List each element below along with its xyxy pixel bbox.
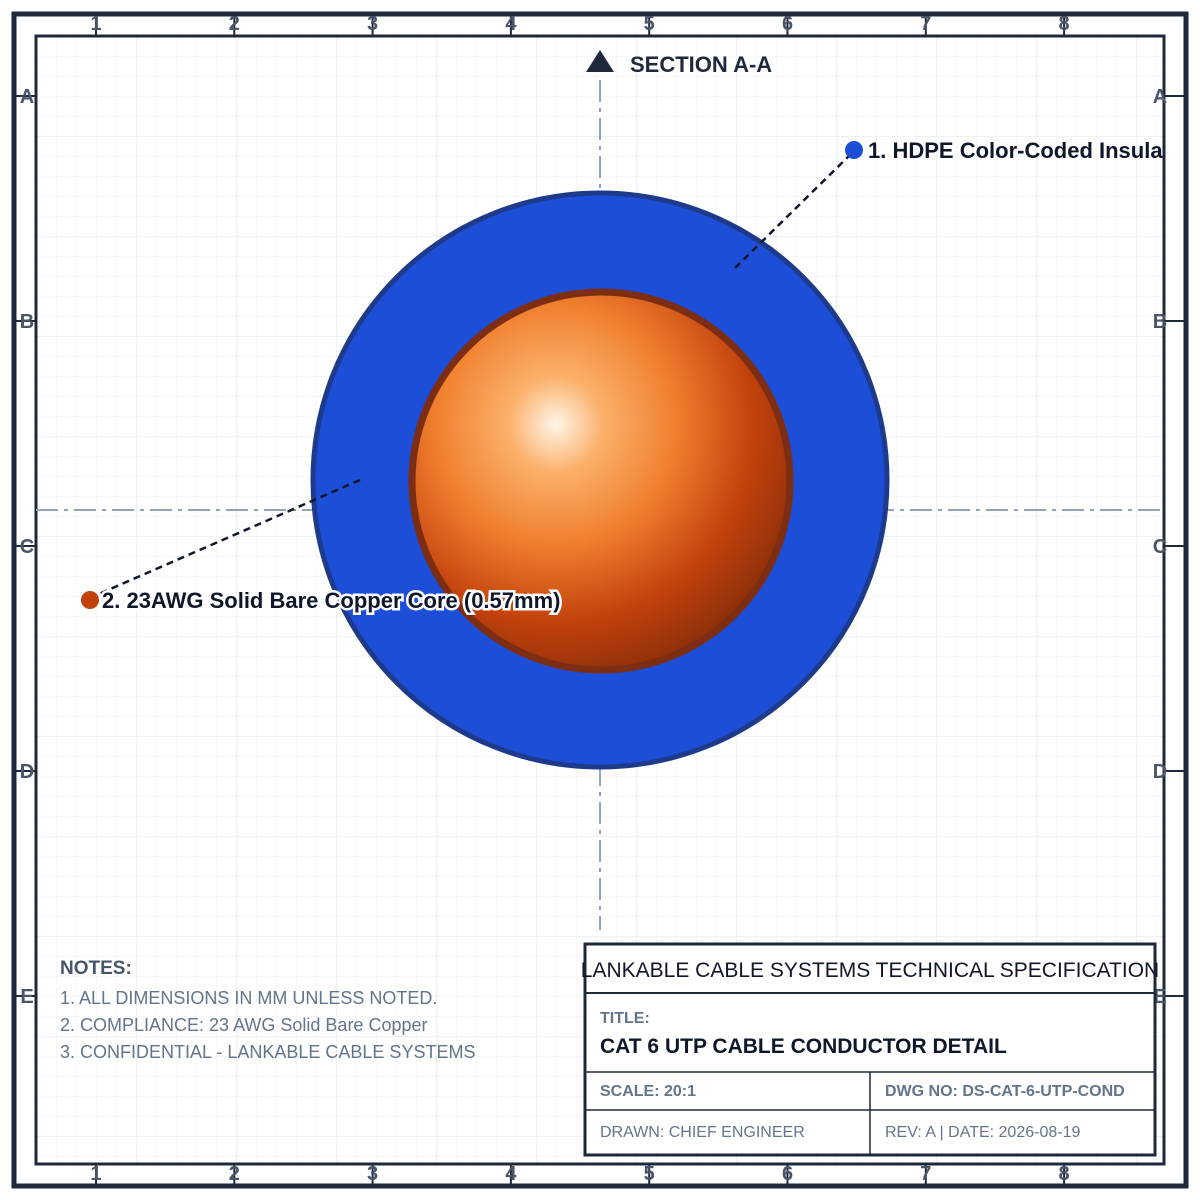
note-item: 3. CONFIDENTIAL - LANKABLE CABLE SYSTEMS (60, 1042, 475, 1062)
column-numbers-top: 1 2 3 4 5 6 7 8 (90, 13, 1069, 35)
insulation-callout-label: 1. HDPE Color-Coded Insulation (868, 138, 1200, 163)
company-name: LANKABLE CABLE SYSTEMS TECHNICAL SPECIFI… (581, 959, 1159, 982)
column-number: 7 (920, 13, 931, 35)
section-arrow-icon (586, 50, 614, 72)
column-number: 7 (920, 1163, 931, 1185)
row-letter: B (20, 311, 34, 333)
row-letter: D (20, 761, 34, 783)
insulation-leader-line (734, 151, 854, 269)
notes-heading: NOTES: (60, 958, 132, 979)
column-number: 4 (505, 1163, 517, 1185)
scale-field: SCALE: 20:1 (600, 1083, 696, 1100)
row-letters-right: A B C D E (1153, 86, 1167, 1008)
column-number: 6 (782, 1163, 793, 1185)
column-number: 2 (229, 13, 240, 35)
row-letter: B (1153, 311, 1167, 333)
insulation-callout-dot (845, 141, 863, 159)
section-label: SECTION A-A (630, 52, 772, 77)
row-letter: E (20, 986, 33, 1008)
core-callout-dot (81, 591, 99, 609)
row-letter: E (1153, 986, 1166, 1008)
row-letter: A (1153, 86, 1167, 108)
column-number: 5 (644, 1163, 655, 1185)
column-number: 3 (367, 13, 378, 35)
drawing-title: CAT 6 UTP CABLE CONDUCTOR DETAIL (600, 1035, 1007, 1058)
row-letter: D (1153, 761, 1167, 783)
inner-border (34, 34, 1166, 1166)
row-letter: C (20, 536, 34, 558)
drawing-number-field: DWG NO: DS-CAT-6-UTP-COND (885, 1083, 1125, 1100)
title-block: LANKABLE CABLE SYSTEMS TECHNICAL SPECIFI… (581, 942, 1159, 1157)
column-number: 2 (229, 1163, 240, 1185)
row-letters-left: A B C D E (20, 86, 34, 1008)
column-number: 6 (782, 13, 793, 35)
column-number: 1 (90, 1163, 101, 1185)
core-leader-line (91, 478, 361, 599)
column-number: 8 (1059, 1163, 1070, 1185)
copper-core (408, 288, 794, 674)
column-number: 1 (90, 13, 101, 35)
zone-ticks (14, 14, 1186, 1186)
core-callout-label: 2. 23AWG Solid Bare Copper Core (0.57mm) (102, 588, 560, 613)
revision-date-field: REV: A | DATE: 2026-08-19 (885, 1124, 1080, 1141)
column-number: 3 (367, 1163, 378, 1185)
column-numbers-bottom: 1 2 3 4 5 6 7 8 (90, 1163, 1069, 1185)
note-item: 2. COMPLIANCE: 23 AWG Solid Bare Copper (60, 1015, 427, 1035)
column-number: 5 (644, 13, 655, 35)
row-letter: A (20, 86, 34, 108)
drawn-by-field: DRAWN: CHIEF ENGINEER (600, 1124, 805, 1141)
title-label: TITLE: (600, 1010, 650, 1027)
note-item: 1. ALL DIMENSIONS IN MM UNLESS NOTED. (60, 988, 437, 1008)
column-number: 8 (1059, 13, 1070, 35)
row-letter: C (1153, 536, 1167, 558)
column-number: 4 (505, 13, 517, 35)
